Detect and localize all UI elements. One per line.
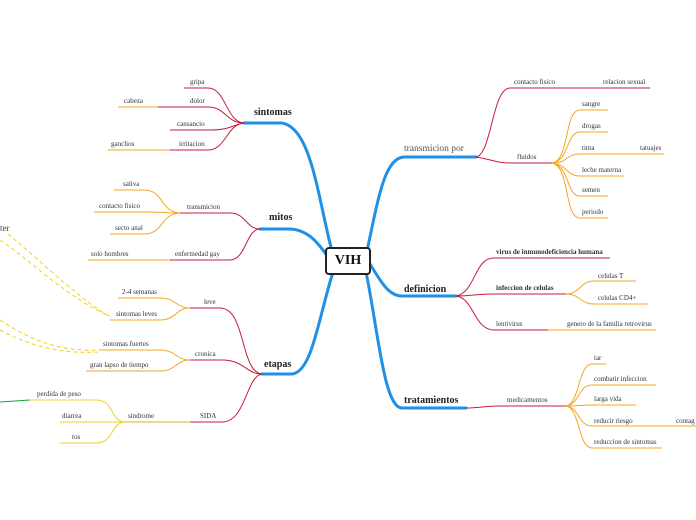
node-reduccion[interactable]: reduccion de sintomas [594,438,657,446]
node-sintomas-leves[interactable]: sintomas leves [116,310,158,318]
trunk-mitos [258,227,332,262]
node-semen[interactable]: semen [582,186,600,194]
node-relacion-sexual[interactable]: relacion sexual [603,78,646,86]
central-topic[interactable]: VIH [325,247,371,275]
central-topic-label: VIH [334,253,362,268]
node-sindrome[interactable]: sindrome [128,412,155,420]
node-contagio-partial[interactable]: contag [676,417,695,425]
node-fluidos[interactable]: fluidos [517,153,537,161]
trunk-etapas [260,270,335,376]
node-diarrea[interactable]: diarrea [62,412,82,420]
node-saliva[interactable]: saliva [123,180,140,188]
node-perdida-peso[interactable]: perdida de peso [37,390,81,398]
trunk-definicion [368,262,458,298]
node-leve[interactable]: leve [204,298,216,306]
node-2-4-semanas[interactable]: 2-4 semanas [122,288,157,296]
node-leche-materna[interactable]: leche materna [582,166,622,174]
node-contacto-fisico[interactable]: contacto fisico [514,78,556,86]
node-tatuajes[interactable]: tatuajes [640,144,662,152]
node-irritacion[interactable]: irritacion [179,140,205,148]
node-genero[interactable]: genero de la familia retrovirus [567,320,652,328]
node-celulas-cd4[interactable]: celulas CD4+ [598,294,637,302]
node-lentivirus[interactable]: lentivirus [496,320,523,328]
node-cabeza[interactable]: cabeza [124,97,144,105]
node-drogas[interactable]: drogas [582,122,601,130]
trunk-sintomas [242,121,335,257]
topic-sintomas[interactable]: sintomas [254,107,292,118]
topic-definicion[interactable]: definicion [404,284,447,295]
topic-transmision[interactable]: transmicion por [404,144,464,154]
node-offscreen-partial[interactable]: ter [0,223,10,233]
topic-tratamientos[interactable]: tratamientos [404,395,459,406]
node-cronica[interactable]: cronica [195,350,216,358]
node-sida[interactable]: SIDA [200,412,217,420]
node-infeccion[interactable]: infeccion de celulas [496,284,554,292]
node-cansancio[interactable]: cansancio [177,120,205,128]
node-larga-vida[interactable]: larga vida [594,395,622,403]
node-gripa[interactable]: gripa [190,78,205,86]
trunk-transmision [364,155,478,258]
node-combatir[interactable]: combatir infeccion [594,375,647,383]
topic-etapas[interactable]: etapas [264,359,292,370]
node-tar[interactable]: tar [594,354,602,362]
node-gran-lapso[interactable]: gran lapso de tiempo [90,361,149,369]
node-reducir-riesgo[interactable]: reducir riesgo [594,417,633,425]
node-tinta[interactable]: tinta [582,144,595,152]
topic-mitos[interactable]: mitos [269,212,293,223]
node-celulas-t[interactable]: celulas T [598,272,624,280]
trunk-tratamientos [364,270,468,410]
node-secto-anal[interactable]: secto anal [115,224,143,232]
node-sintomas-fuertes[interactable]: sintomas fuertes [103,340,149,348]
node-sangre[interactable]: sangre [582,100,601,108]
node-virus[interactable]: virus de inmunodeficiencia humana [496,248,603,256]
node-transmicion[interactable]: transmicion [187,203,221,211]
node-tos[interactable]: tos [72,433,81,441]
node-ganclios[interactable]: ganclios [111,140,135,148]
node-dolor[interactable]: dolor [190,97,205,105]
node-periodo[interactable]: periodo [582,208,604,216]
node-enfermedad-gay[interactable]: enfermedad gay [175,250,220,258]
node-solo-hombres[interactable]: solo hombres [91,250,129,258]
node-medicamentos[interactable]: medicamentos [507,396,548,404]
node-contacto-fisico-mito[interactable]: contacto fisico [99,202,141,210]
